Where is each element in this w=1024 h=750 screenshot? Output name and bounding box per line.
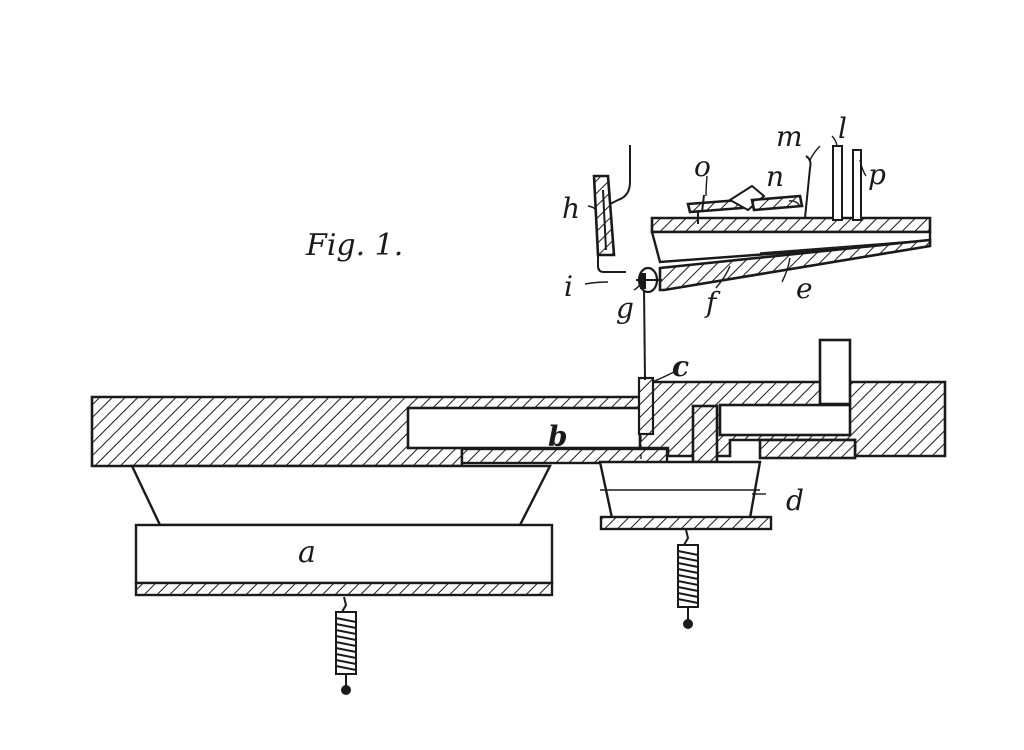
label-h: h <box>562 192 580 225</box>
label-c: c <box>672 350 689 383</box>
label-m: m <box>776 120 803 153</box>
label-o: o <box>694 150 711 183</box>
label-e: e <box>796 272 813 305</box>
label-l: l <box>838 112 847 145</box>
part-h <box>594 145 630 272</box>
main-board <box>92 340 945 466</box>
body-a <box>132 466 552 595</box>
label-f: f <box>704 286 721 319</box>
label-g: g <box>616 292 634 325</box>
figure-title: Fig. 1. <box>305 228 403 263</box>
key-c <box>639 288 653 434</box>
label-p: p <box>868 158 886 191</box>
label-n: n <box>766 160 784 193</box>
label-b: b <box>548 420 568 453</box>
label-a: a <box>298 535 316 570</box>
spring-d <box>678 530 698 629</box>
label-d: d <box>786 484 804 517</box>
spring-a <box>336 597 356 695</box>
label-i: i <box>564 270 573 303</box>
body-d <box>600 462 771 529</box>
